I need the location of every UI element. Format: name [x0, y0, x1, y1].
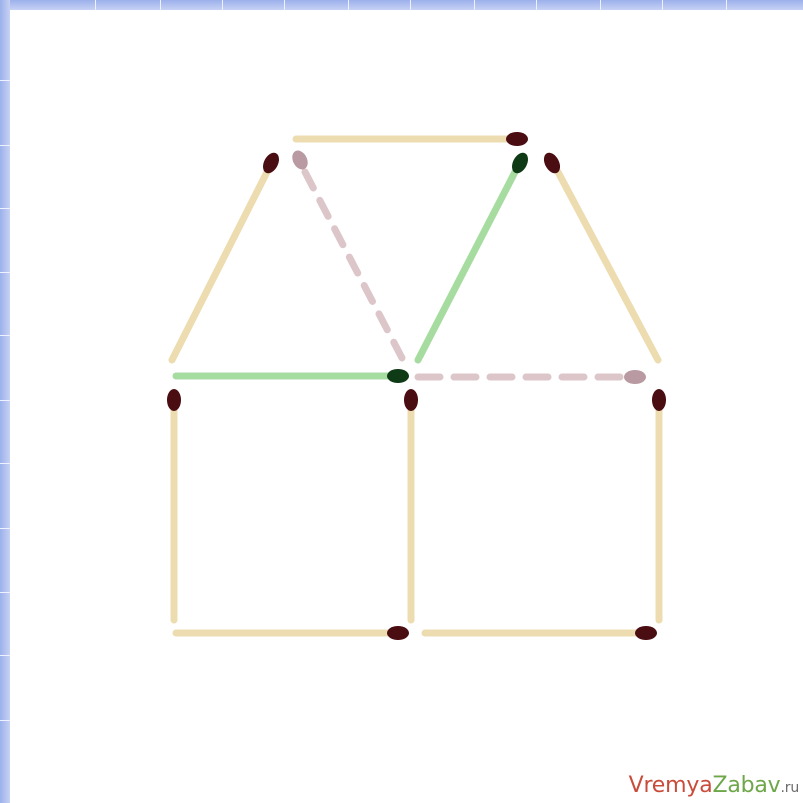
ghost-match-horizontal — [418, 370, 646, 384]
match-left-wall — [167, 389, 181, 620]
moved-match-diagonal — [418, 150, 531, 360]
match-head — [652, 389, 666, 411]
match-floor-left — [176, 626, 409, 640]
moved-match-head — [387, 369, 409, 383]
match-head — [167, 389, 181, 411]
site-watermark: VremyaZabav.ru — [629, 773, 799, 801]
match-roof-right-slope — [541, 150, 658, 360]
watermark-part-vremya: Vremya — [629, 773, 713, 798]
match-head — [404, 389, 418, 411]
match-head — [387, 626, 409, 640]
match-middle-wall — [404, 389, 418, 620]
match-head — [506, 132, 528, 146]
moved-match-horizontal — [176, 369, 409, 383]
ghost-match-head — [624, 370, 646, 384]
watermark-part-ru: .ru — [781, 780, 799, 796]
match-right-wall — [652, 389, 666, 620]
match-roof-left-slope — [172, 150, 282, 360]
ghost-match-diagonal — [289, 148, 402, 358]
match-floor-right — [425, 626, 657, 640]
match-head — [635, 626, 657, 640]
watermark-part-zabav: Zabav — [712, 773, 780, 798]
ghost-match-head — [289, 148, 311, 172]
match-roof-top — [296, 132, 528, 146]
